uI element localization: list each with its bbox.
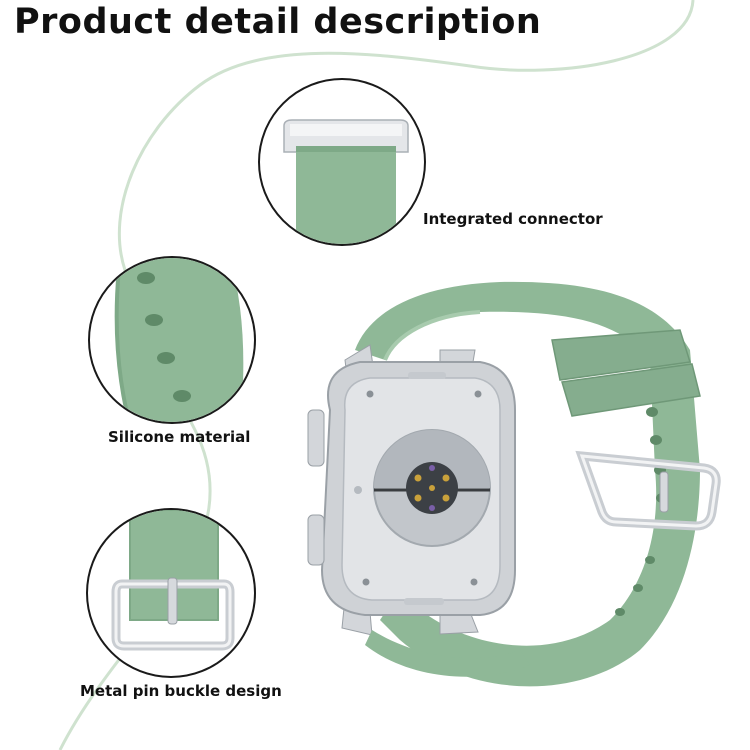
page-title: Product detail description: [14, 2, 542, 42]
feature-label-connector: Integrated connector: [423, 210, 603, 228]
feature-label-buckle: Metal pin buckle design: [80, 682, 282, 700]
feature-label-silicone: Silicone material: [108, 428, 251, 446]
buckle-closeup-image: [86, 508, 256, 678]
connector-closeup-image: [258, 78, 426, 246]
silicone-closeup-image: [88, 256, 256, 424]
watch-product-image: [307, 281, 721, 687]
